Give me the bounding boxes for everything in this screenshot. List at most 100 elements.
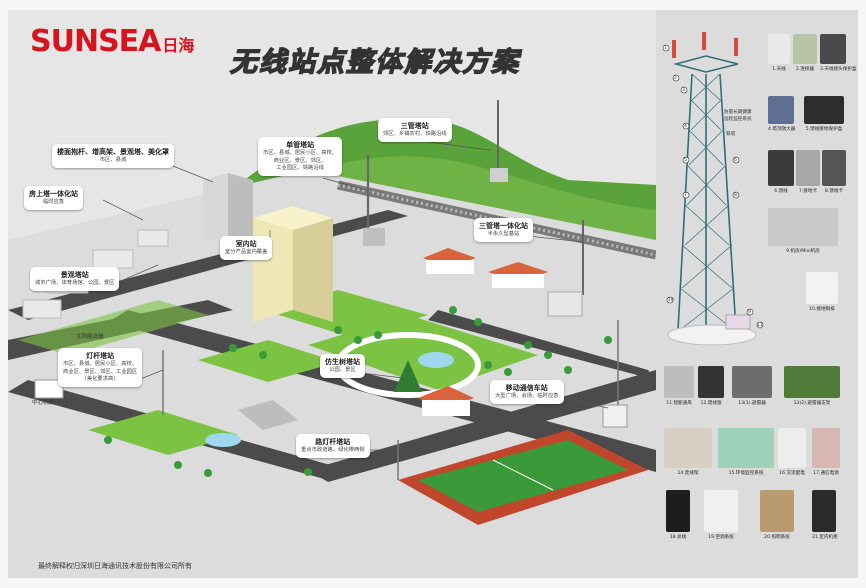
equipment-caption: 1.天线 (772, 67, 786, 72)
mobile-vehicle (602, 404, 628, 428)
callout-desc: 重点市政道路、绿化带两侧 (301, 447, 365, 453)
amplifier-icon (768, 96, 794, 124)
equipment-caption: 7.接地卡 (798, 189, 818, 194)
ac-distribution-icon (778, 428, 806, 468)
equipment-bus: 18.总线 (666, 490, 690, 540)
cable-rack-icon (664, 428, 712, 468)
logo-brand: SUNSEA (30, 24, 161, 59)
road-diagonal (308, 370, 656, 482)
tower-base (667, 324, 757, 346)
tower-hilltop (490, 100, 508, 182)
bionic-tree-tower (394, 360, 422, 392)
callout-title: 灯杆塔站 (86, 352, 115, 360)
callout-desc: （美化要求高） (81, 376, 119, 382)
tall-building (253, 206, 333, 322)
callout-title: 三管塔一体化站 (479, 222, 528, 230)
tower-num-8: 8 (734, 193, 737, 198)
equipment-panel: 1 2 3 4 5 6 7 8 9 10 11 防雷长期健康 远程监控系统 铁塔… (656, 10, 858, 578)
equipment-caption: 8.馈线卡 (824, 189, 844, 194)
tower-num-5: 5 (684, 158, 687, 163)
callout-mobile-vehicle: 移动通信车站 大型广场、会场、临时应急 (490, 380, 564, 404)
callout-indoor: 室内站 室分产品室内覆盖 (220, 236, 273, 260)
label-solar: 太阳能设施 (76, 334, 104, 340)
tower-markers (662, 44, 764, 329)
callout-title: 移动通信车站 (505, 384, 548, 392)
callout-desc: 城市广场、体育场馆、公园、景区 (35, 280, 115, 286)
ground-box-icon (804, 96, 844, 124)
grass-left (18, 300, 208, 355)
equipment-cable-rack: 14.走线架 (664, 428, 712, 476)
antenna-icon (768, 34, 790, 64)
equipment-feeder-clamp: 8.馈线卡 (822, 150, 846, 194)
equipment-caption: 14.走线架 (677, 471, 699, 476)
tower-diagram (662, 32, 764, 346)
football-field (418, 440, 628, 512)
callout-title: 房上塔一体化站 (29, 190, 78, 198)
callout-landscape-tower: 景观塔站 城市广场、体育场馆、公园、景区 (30, 267, 120, 291)
equipment-smart-ventilation: 11.智能通风 (664, 366, 694, 406)
grass-park (308, 315, 538, 390)
bus-icon (666, 490, 690, 532)
grass-plaza (88, 410, 238, 455)
equipment-caption: 6.馈线 (774, 189, 788, 194)
city-illustration (8, 100, 656, 578)
air-conditioner-icon (704, 490, 738, 532)
callout-desc: 市区、县城 (99, 157, 127, 163)
callout-desc: 公园、景区 (329, 367, 356, 373)
equipment-caption: 20.照明系统 (764, 535, 790, 540)
callout-desc: 室分产品室内覆盖 (225, 249, 268, 255)
callout-bionic-tree: 仿生树塔站 公园、景区 (320, 354, 365, 378)
arrester-bracket-icon (784, 366, 840, 398)
road-right (428, 310, 656, 380)
equipment-caption: 13(1).避雷器 (738, 401, 766, 406)
copper-bar-icon (806, 272, 838, 304)
callout-lamp-pole: 灯杆塔站 市区、县城、居民小区、高校、 商业区、景区、郊区、工业园区 （美化要求… (58, 348, 143, 387)
tower-note-3: 铁塔 (726, 132, 736, 137)
equipment-antenna-joint-box: 3.天线接头保护盒 (820, 34, 857, 72)
callout-street-lamp: 路灯杆塔站 重点市政道路、绿化带两侧 (296, 434, 370, 458)
equipment-indoor-cabinet: 21.室内机柜 (812, 490, 838, 540)
label-center-room: 中心机房 (32, 400, 55, 406)
equipment-air-conditioner: 19.空调系统 (704, 490, 738, 540)
equipment-ac-distribution: 16.交流配电 (778, 428, 806, 476)
stadium (398, 430, 648, 525)
tower-legs (677, 73, 737, 331)
main-title: 无线站点整体解决方案 (229, 46, 520, 78)
scene-panel: SUNSEA 日海 无线站点整体解决方案 楼面抱杆、增高架、景观塔、美化罩 市区… (8, 10, 656, 578)
equipment-feeder-ground-box: 5.馈线接地保护盒 (804, 96, 844, 132)
callout-desc: 大型广场、会场、临时应急 (495, 393, 559, 399)
equipment-arrester-bracket: 13(2).避雷器支架 (784, 366, 840, 406)
machine-room-icon (768, 208, 838, 246)
tower-num-7: 7 (684, 193, 687, 198)
equipment-tower-amplifier: 4.塔顶放大器 (768, 96, 795, 132)
equipment-caption: 21.室内机柜 (812, 535, 838, 540)
field-midline (492, 459, 554, 491)
antenna-icon (672, 32, 738, 58)
equipment-caption: 10.接地铜排 (809, 307, 835, 312)
callout-triple-integrated: 三管塔一体化站 半永久型基站 (474, 218, 533, 242)
equipment-caption: 2.连接器 (795, 67, 815, 72)
connector-icon (793, 34, 817, 64)
ground-clamp-icon (796, 150, 820, 186)
equipment-feeder: 6.馈线 (768, 150, 794, 194)
fountain (205, 433, 241, 447)
tower-num-2: 2 (674, 76, 677, 81)
joint-box-icon (820, 34, 846, 64)
equipment-caption: 15.环境监控系统 (728, 471, 764, 476)
equipment-arrester: 13(1).避雷器 (732, 366, 772, 406)
callout-desc: 半永久型基站 (487, 231, 520, 237)
railway-ties (337, 183, 656, 257)
equipment-caption: 16.交流配电 (779, 471, 805, 476)
callout-title: 景观塔站 (60, 271, 89, 279)
equipment-antenna: 1.天线 (768, 34, 790, 72)
indoor-cabinet-icon (812, 490, 836, 532)
ventilation-icon (664, 366, 694, 398)
callout-title: 三管塔站 (400, 122, 429, 130)
env-monitor-icon (718, 428, 774, 468)
shelter-triple (547, 291, 583, 317)
tower-num-4: 4 (684, 124, 687, 129)
callout-single-tube: 单管塔站 市区、县城、居民小区、高校、 商业区、景区、郊区、 工业园区、铁路沿线 (258, 137, 343, 176)
callout-title: 楼面抱杆、增高架、景观塔、美化罩 (57, 148, 169, 156)
callout-title: 室内站 (235, 240, 257, 248)
callout-desc: 工业园区、铁路沿线 (276, 165, 324, 171)
